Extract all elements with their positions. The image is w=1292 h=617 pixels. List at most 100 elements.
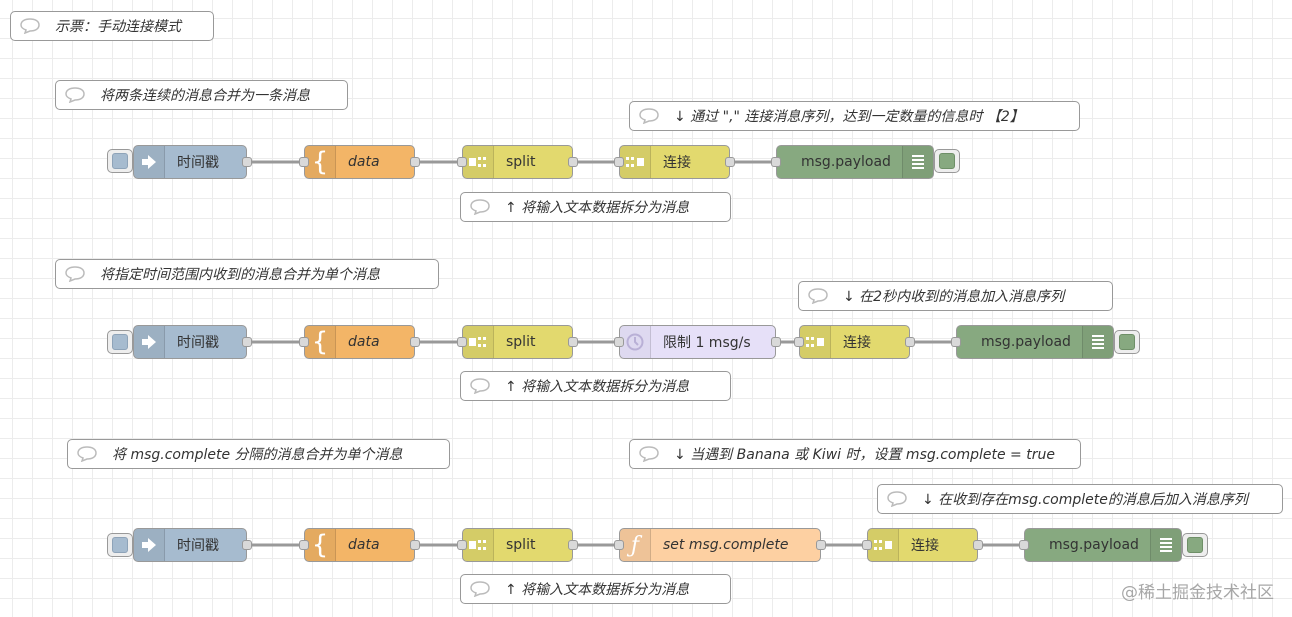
flow3-debug-toggle[interactable] <box>1182 533 1208 557</box>
flow2-debug-input-port[interactable] <box>951 337 961 347</box>
flow1-debug-toggle[interactable] <box>934 149 960 173</box>
flow1-join-output-port[interactable] <box>725 157 735 167</box>
flow1-inject-output-port[interactable] <box>242 157 252 167</box>
flow3-split-input-port[interactable] <box>457 540 467 550</box>
flow3-debug-label: msg.payload <box>1049 537 1139 553</box>
comment-bubble-icon <box>20 18 40 34</box>
split-icon <box>463 529 494 561</box>
flow3-inject-button[interactable] <box>107 533 133 557</box>
flow2-change-input-port[interactable] <box>299 337 309 347</box>
flow2-split-node[interactable]: split <box>462 325 573 359</box>
flow1-change-node[interactable]: { data <box>304 145 415 179</box>
flow3-split-label: split <box>506 537 536 553</box>
flow2-join-output-port[interactable] <box>905 337 915 347</box>
flow1-join-comment-text: ↓ 通过 "," 连接消息序列，达到一定数量的信息时 【2】 <box>674 109 1024 125</box>
flow1-join-input-port[interactable] <box>614 157 624 167</box>
flow2-split-input-port[interactable] <box>457 337 467 347</box>
flow2-change-output-port[interactable] <box>410 337 420 347</box>
flow2-debug-label: msg.payload <box>981 334 1071 350</box>
split-icon <box>463 326 494 358</box>
flow1-split-input-port[interactable] <box>457 157 467 167</box>
flow1-inject-label: 时间戳 <box>177 155 219 171</box>
list-icon <box>1082 326 1113 358</box>
brace-icon: { <box>305 529 336 561</box>
flow1-change-output-port[interactable] <box>410 157 420 167</box>
flow1-debug-node[interactable]: msg.payload <box>776 145 934 179</box>
flow3-join-output-port[interactable] <box>973 540 983 550</box>
flow3-join-comment-text: ↓ 在收到存在msg.complete的消息后加入消息序列 <box>922 492 1248 508</box>
flow2-join-label: 连接 <box>843 335 871 351</box>
flow1-split-label: split <box>506 154 536 170</box>
join-icon <box>800 326 831 358</box>
function-icon: ƒ <box>620 529 651 561</box>
flow3-function-comment[interactable]: ↓ 当遇到 Banana 或 Kiwi 时，设置 msg.complete = … <box>629 439 1081 469</box>
flow3-debug-input-port[interactable] <box>1019 540 1029 550</box>
flow2-debug-node[interactable]: msg.payload <box>956 325 1114 359</box>
comment-bubble-icon <box>639 446 659 462</box>
flow1-title-text: 将两条连续的消息合并为一条消息 <box>100 88 310 104</box>
flow3-join-input-port[interactable] <box>862 540 872 550</box>
flow2-inject-node[interactable]: 时间戳 <box>133 325 247 359</box>
flow3-split-output-port[interactable] <box>568 540 578 550</box>
flow2-join-comment[interactable]: ↓ 在2秒内收到的消息加入消息序列 <box>798 281 1113 311</box>
comment-bubble-icon <box>470 199 490 215</box>
flow3-debug-node[interactable]: msg.payload <box>1024 528 1182 562</box>
flow3-join-comment[interactable]: ↓ 在收到存在msg.complete的消息后加入消息序列 <box>877 484 1283 514</box>
flow3-change-node[interactable]: { data <box>304 528 415 562</box>
arrow-in-icon <box>134 326 165 358</box>
flow1-title-comment[interactable]: 将两条连续的消息合并为一条消息 <box>55 80 348 110</box>
flow2-inject-output-port[interactable] <box>242 337 252 347</box>
flow3-join-node[interactable]: 连接 <box>867 528 978 562</box>
title-comment[interactable]: 示票：手动连接模式 <box>10 11 214 41</box>
flow1-debug-input-port[interactable] <box>771 157 781 167</box>
watermark: @稀土掘金技术社区 <box>1121 583 1274 603</box>
flow1-split-node[interactable]: split <box>462 145 573 179</box>
flow1-change-input-port[interactable] <box>299 157 309 167</box>
flow2-delay-label: 限制 1 msg/s <box>663 335 751 351</box>
flow1-split-comment[interactable]: ↑ 将输入文本数据拆分为消息 <box>460 192 731 222</box>
flow3-function-comment-text: ↓ 当遇到 Banana 或 Kiwi 时，设置 msg.complete = … <box>674 447 1055 463</box>
split-icon <box>463 146 494 178</box>
flow1-inject-button[interactable] <box>107 149 133 173</box>
flow2-change-label: data <box>348 334 380 350</box>
comment-bubble-icon <box>65 87 85 103</box>
flow3-change-input-port[interactable] <box>299 540 309 550</box>
flow2-debug-toggle[interactable] <box>1114 330 1140 354</box>
comment-bubble-icon <box>77 446 97 462</box>
flow2-join-input-port[interactable] <box>794 337 804 347</box>
comment-bubble-icon <box>470 378 490 394</box>
flow3-split-comment[interactable]: ↑ 将输入文本数据拆分为消息 <box>460 574 731 604</box>
flow3-split-comment-text: ↑ 将输入文本数据拆分为消息 <box>505 582 690 598</box>
flow2-split-output-port[interactable] <box>568 337 578 347</box>
flow3-change-output-port[interactable] <box>410 540 420 550</box>
flow2-delay-output-port[interactable] <box>771 337 781 347</box>
flow2-delay-input-port[interactable] <box>614 337 624 347</box>
flow1-split-output-port[interactable] <box>568 157 578 167</box>
flow1-join-comment[interactable]: ↓ 通过 "," 连接消息序列，达到一定数量的信息时 【2】 <box>629 101 1080 131</box>
flow2-inject-button[interactable] <box>107 330 133 354</box>
flow2-change-node[interactable]: { data <box>304 325 415 359</box>
flow3-inject-label: 时间戳 <box>177 538 219 554</box>
flow2-delay-node[interactable]: 限制 1 msg/s <box>619 325 776 359</box>
flow3-title-comment[interactable]: 将 msg.complete 分隔的消息合并为单个消息 <box>67 439 450 469</box>
flow2-split-comment[interactable]: ↑ 将输入文本数据拆分为消息 <box>460 371 731 401</box>
flow1-change-label: data <box>348 154 380 170</box>
comment-bubble-icon <box>808 288 828 304</box>
flow3-function-output-port[interactable] <box>816 540 826 550</box>
brace-icon: { <box>305 326 336 358</box>
comment-bubble-icon <box>639 108 659 124</box>
flow1-join-node[interactable]: 连接 <box>619 145 730 179</box>
flow3-inject-output-port[interactable] <box>242 540 252 550</box>
flow2-join-node[interactable]: 连接 <box>799 325 910 359</box>
flow3-split-node[interactable]: split <box>462 528 573 562</box>
flow1-inject-node[interactable]: 时间戳 <box>133 145 247 179</box>
flow2-inject-label: 时间戳 <box>177 335 219 351</box>
brace-icon: { <box>305 146 336 178</box>
flow3-function-input-port[interactable] <box>614 540 624 550</box>
flow1-join-label: 连接 <box>663 155 691 171</box>
flow3-function-node[interactable]: ƒ set msg.complete <box>619 528 821 562</box>
flow3-change-label: data <box>348 537 380 553</box>
flow2-title-comment[interactable]: 将指定时间范围内收到的消息合并为单个消息 <box>55 259 439 289</box>
flow3-inject-node[interactable]: 时间戳 <box>133 528 247 562</box>
